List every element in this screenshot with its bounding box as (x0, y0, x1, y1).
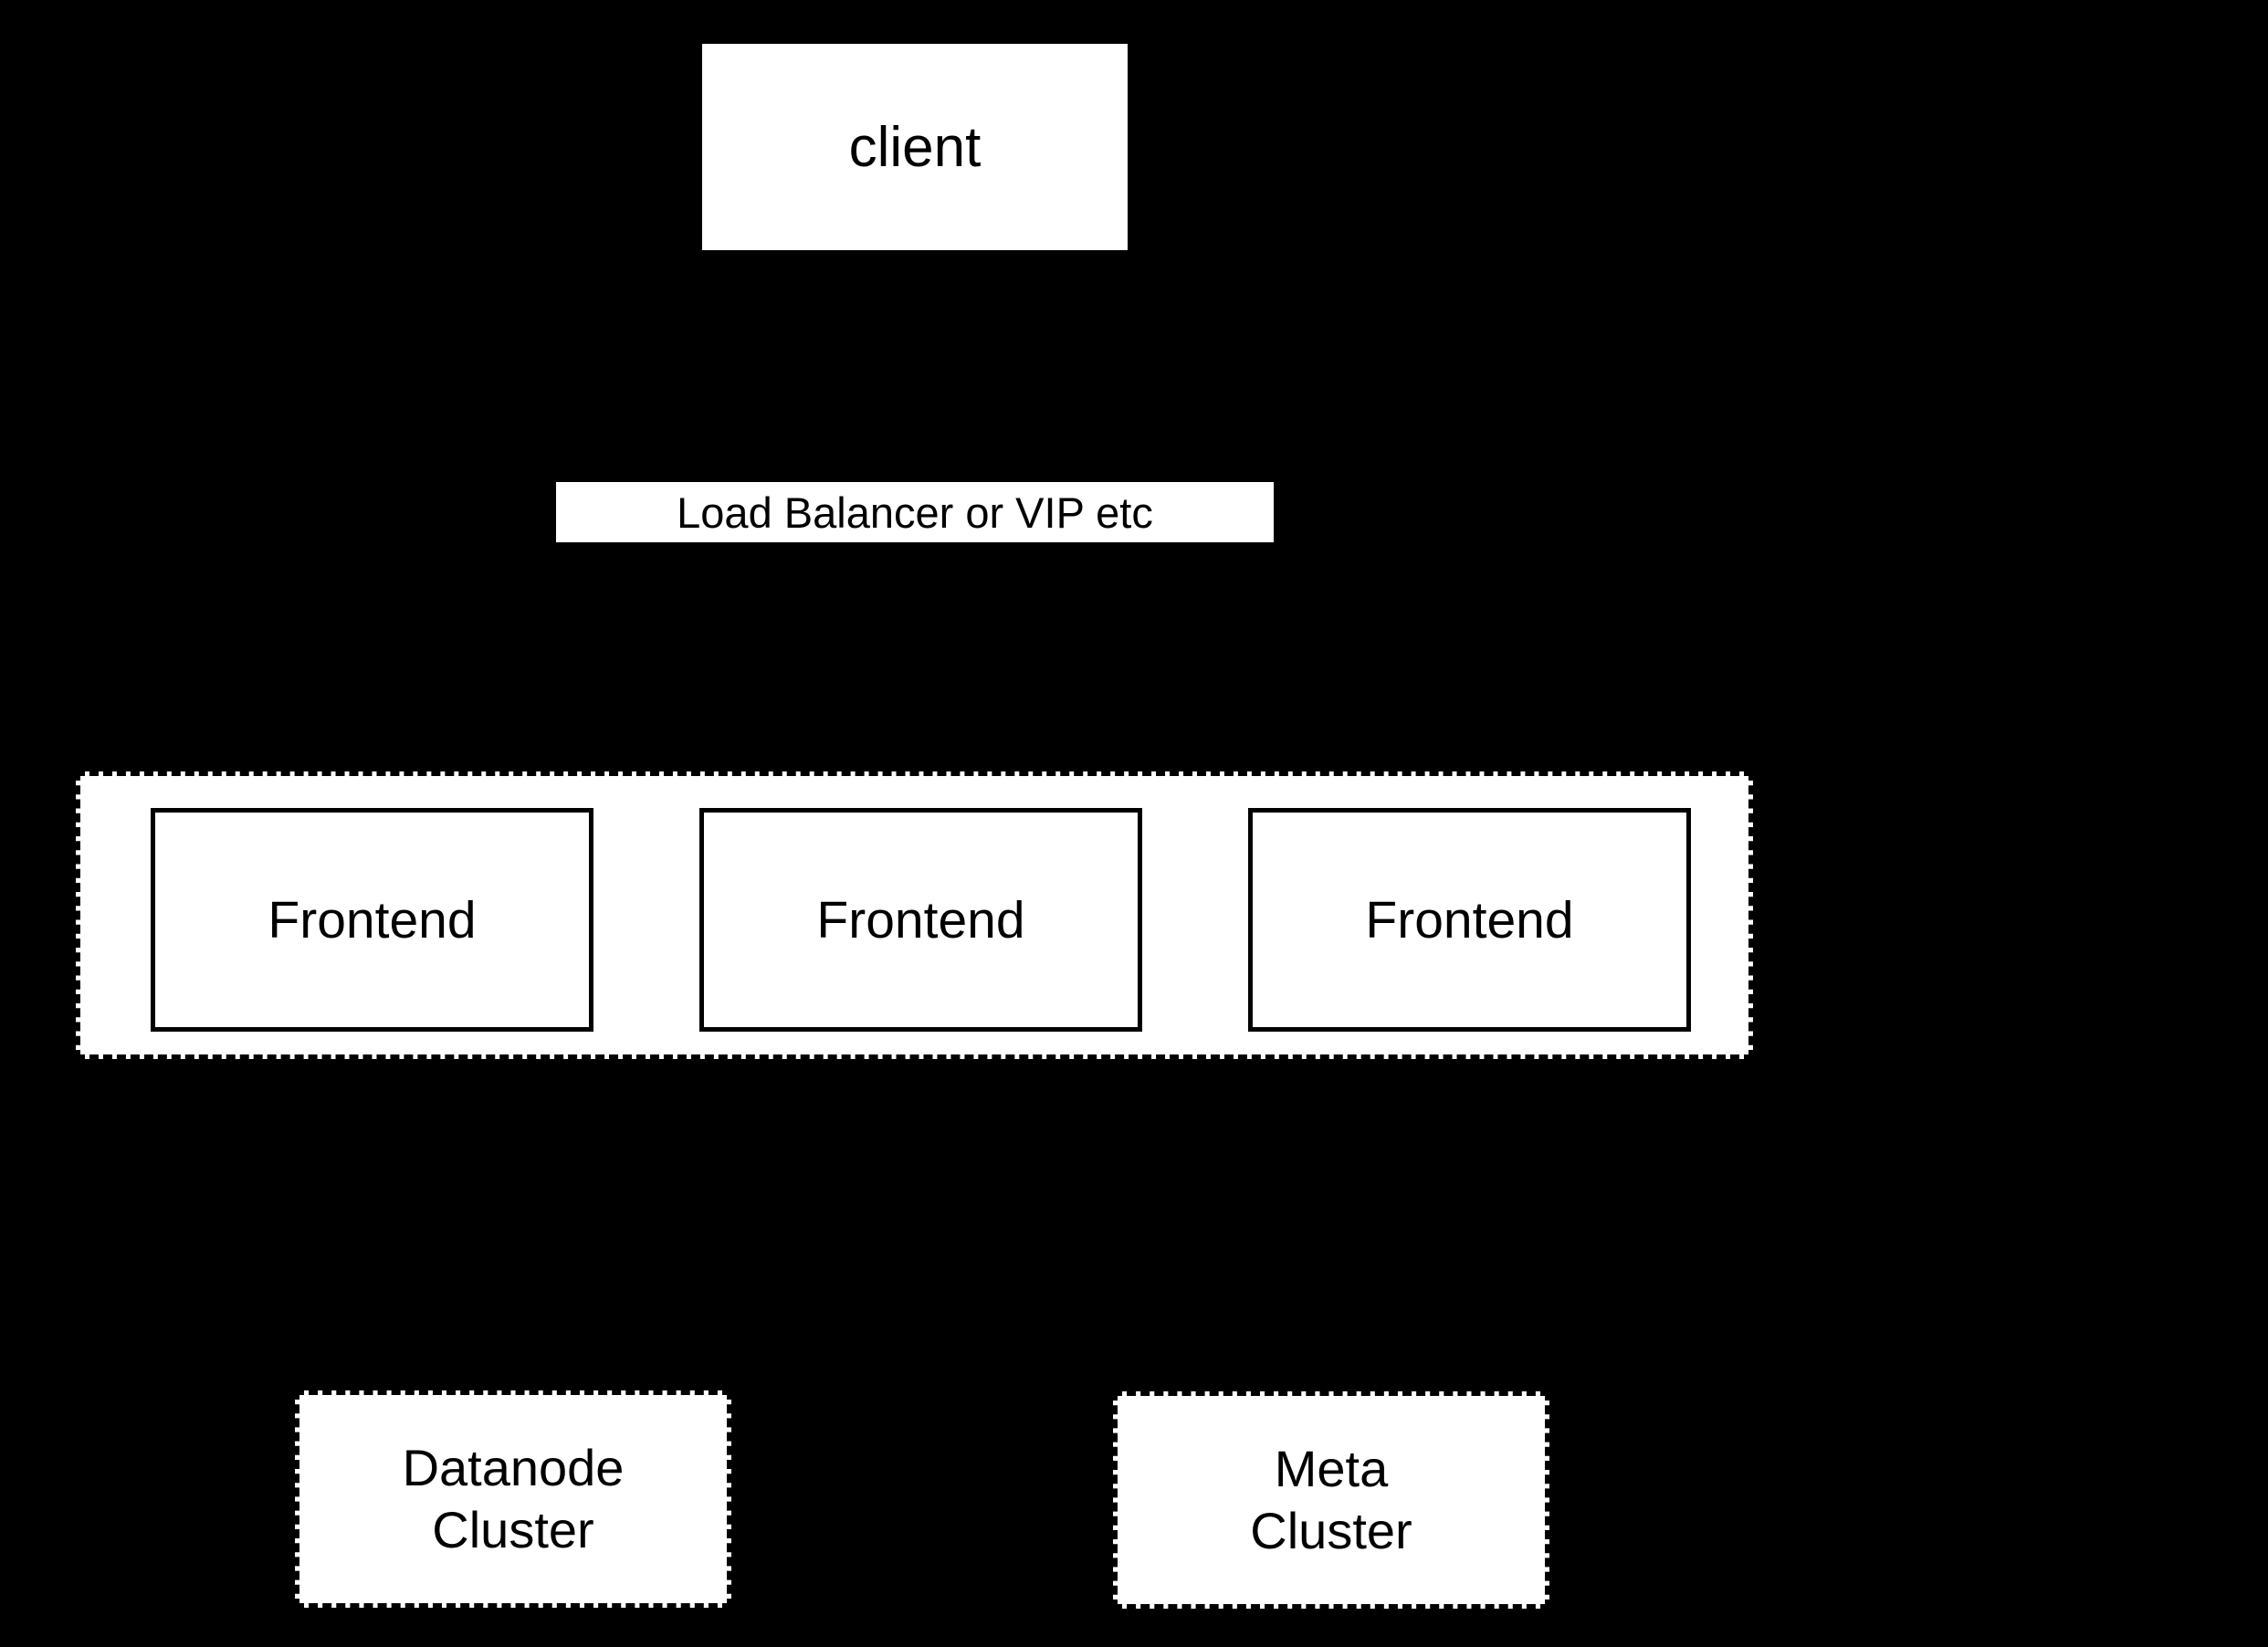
client-label: client (848, 115, 982, 179)
client-node: client (698, 39, 1132, 255)
frontend-label: Frontend (816, 890, 1025, 949)
load-balancer-label: Load Balancer or VIP etc (677, 488, 1153, 537)
frontend-label: Frontend (268, 890, 477, 949)
datanode-cluster-node: Datanode Cluster (295, 1390, 731, 1608)
load-balancer-node: Load Balancer or VIP etc (551, 477, 1278, 547)
meta-cluster-node: Meta Cluster (1113, 1391, 1549, 1609)
frontend-node: Frontend (151, 808, 593, 1032)
frontend-node: Frontend (1248, 808, 1691, 1032)
frontend-group: Frontend Frontend Frontend (76, 771, 1753, 1059)
meta-cluster-label-line2: Cluster (1250, 1502, 1412, 1559)
frontend-node: Frontend (699, 808, 1142, 1032)
datanode-cluster-label-line1: Datanode (402, 1438, 625, 1496)
datanode-cluster-label-line2: Cluster (432, 1501, 594, 1558)
meta-cluster-label-line1: Meta (1274, 1439, 1389, 1497)
frontend-label: Frontend (1365, 890, 1574, 949)
